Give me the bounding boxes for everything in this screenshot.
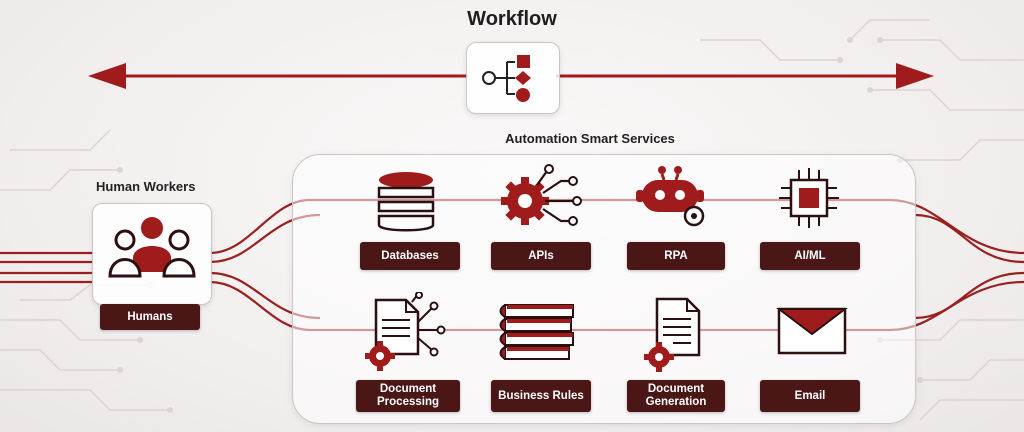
document-generation-label: Document Generation bbox=[627, 380, 725, 412]
databases-label: Databases bbox=[360, 242, 460, 270]
workflow-icon-card bbox=[466, 42, 560, 114]
document-gear-icon bbox=[365, 292, 446, 371]
chip-icon bbox=[779, 168, 839, 228]
business-rules-label: Business Rules bbox=[491, 380, 591, 412]
rpa-label: RPA bbox=[627, 242, 725, 270]
database-icon bbox=[377, 172, 435, 232]
workflow-arrow bbox=[88, 63, 934, 89]
human-workers-heading: Human Workers bbox=[96, 179, 196, 194]
circuit-pattern bbox=[0, 19, 1024, 421]
ai-ml-label: AI/ML bbox=[760, 242, 860, 270]
envelope-icon bbox=[776, 307, 848, 355]
robot-icon bbox=[636, 166, 705, 227]
document-processing-label: Document Processing bbox=[356, 380, 460, 412]
gear-network-icon bbox=[501, 164, 582, 226]
people-group-icon bbox=[108, 217, 196, 278]
services-heading: Automation Smart Services bbox=[505, 131, 675, 146]
humans-card bbox=[92, 203, 212, 305]
apis-label: APIs bbox=[491, 242, 591, 270]
page-title: Workflow bbox=[467, 8, 557, 30]
humans-label: Humans bbox=[100, 304, 200, 330]
workflow-icon bbox=[482, 55, 531, 102]
books-icon bbox=[499, 304, 574, 360]
document-gear-icon bbox=[644, 297, 701, 372]
email-label: Email bbox=[760, 380, 860, 412]
